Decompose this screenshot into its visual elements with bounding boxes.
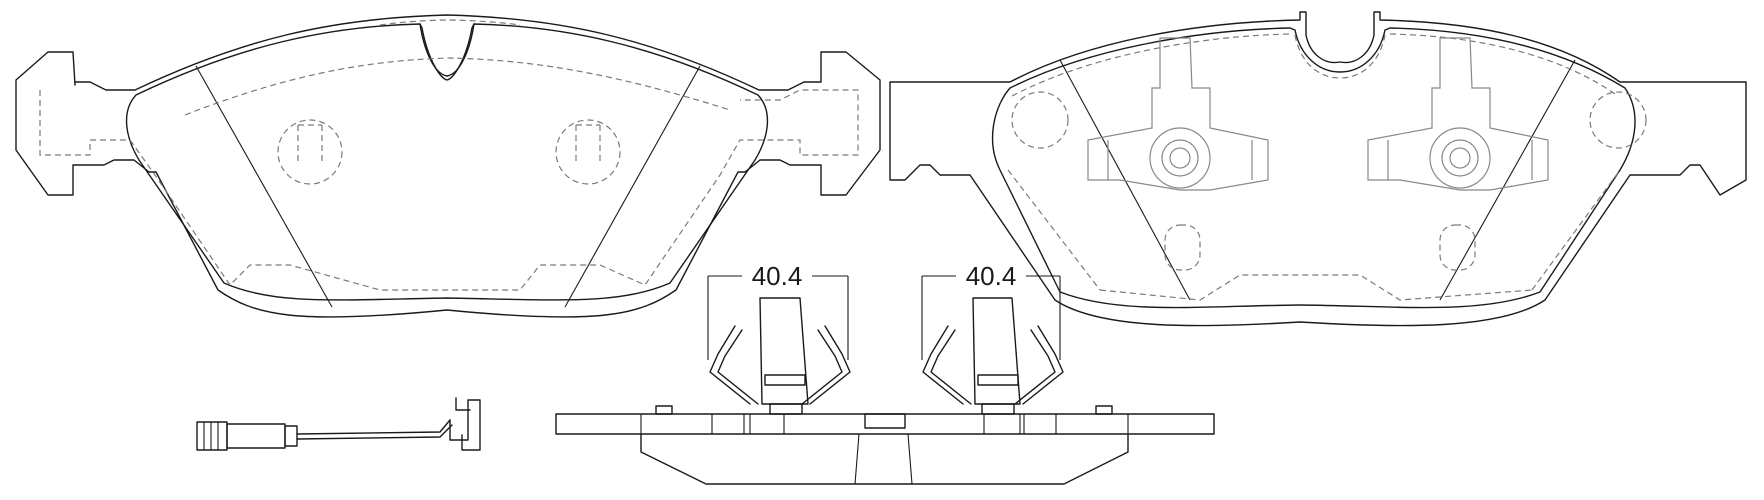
wear-sensor-body [226,423,286,449]
spring-clip-right [922,297,1064,415]
wear-sensor-clip [449,397,481,451]
right-pad-locator-left [1164,224,1201,271]
spring-clip-left [709,297,851,415]
pad-side-profile [555,405,1215,485]
left-pad-slot-left [195,65,333,308]
left-pad-hole-left [277,119,343,185]
right-pad-hidden-notch [1294,34,1386,79]
wear-sensor [196,397,481,451]
left-pad-backing-plate [15,14,881,318]
right-pad-hole-left [1011,91,1069,149]
left-pad-hidden-top [184,57,731,116]
right-pad-slot-right [1439,59,1576,301]
right-pad-locator-right [1439,224,1476,271]
wear-sensor-wire [296,419,453,440]
right-pad-hidden-outline [1007,33,1621,301]
left-pad-hidden-outline [39,89,859,291]
side-profile-backing-plate [555,413,1215,435]
side-profile-friction-block [640,433,1129,485]
left-pad-hidden-crown [379,19,521,26]
right-pad-shim-clip-left [1087,37,1269,191]
left-pad-hole-left-key [297,124,323,165]
right-pad-hole-right [1589,91,1647,149]
right-pad-shim-clip-right [1367,37,1549,191]
right-pad-backing-plate [889,11,1747,327]
left-pad-friction-material [125,23,769,301]
left-brake-pad [15,14,881,318]
right-brake-pad [889,11,1747,327]
dimension-left: 40.4 [707,261,849,360]
wear-sensor-boot [284,425,298,447]
left-pad-center-notch [419,23,475,77]
right-pad-slot-left [1059,59,1191,301]
left-pad-hole-right-key [575,124,601,165]
left-pad-slot-right [564,65,701,308]
wear-sensor-plug [196,421,228,451]
left-pad-hole-right [555,119,621,185]
dimension-right-label: 40.4 [966,261,1017,291]
dimension-right: 40.4 [921,261,1061,360]
dimension-left-label: 40.4 [752,261,803,291]
right-pad-friction-material [992,27,1636,309]
